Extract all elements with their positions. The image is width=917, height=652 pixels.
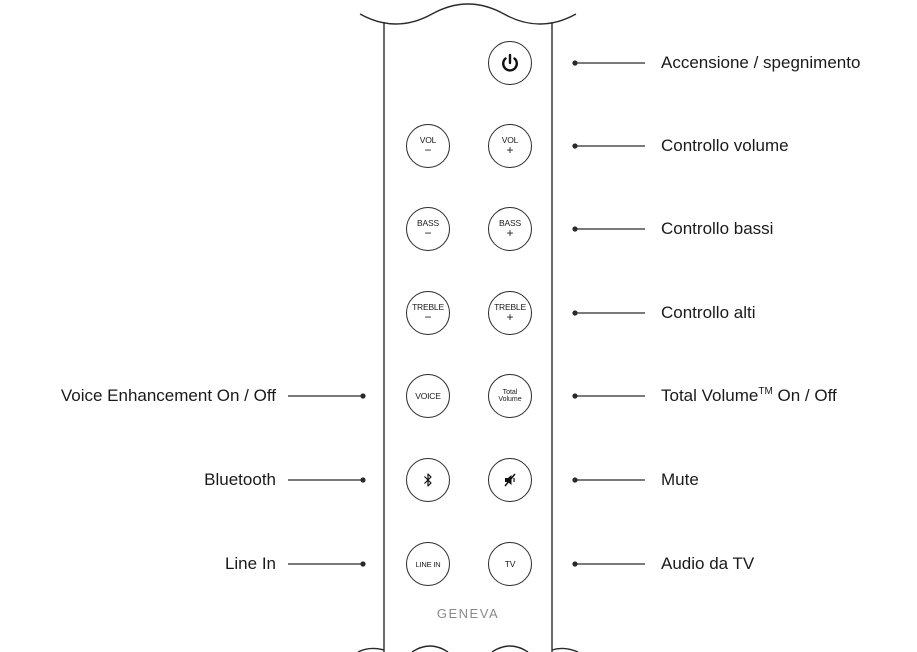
plus-sign: +	[506, 226, 514, 240]
plus-sign: +	[506, 143, 514, 157]
tv-button[interactable]: TV	[488, 542, 532, 586]
line-in-label: LINE IN	[415, 559, 441, 569]
bass-plus-button[interactable]: BASS +	[488, 207, 532, 251]
callout-tv-audio: Audio da TV	[661, 554, 755, 573]
plus-sign: +	[506, 310, 514, 324]
next-button-arc-left	[411, 645, 449, 652]
callout-total-volume-text: Total Volume	[661, 386, 759, 405]
vol-minus-label: VOL	[419, 135, 437, 145]
minus-sign: −	[424, 143, 432, 157]
callout-mute: Mute	[661, 470, 699, 489]
callout-volume: Controllo volume	[661, 136, 789, 155]
remote-bottom-wave-left	[357, 647, 385, 652]
vol-plus-button[interactable]: VOL +	[488, 124, 532, 168]
trademark-mark: TM	[758, 386, 773, 397]
bass-plus-label: BASS	[499, 218, 521, 228]
callout-total-volume-suffix: On / Off	[772, 386, 837, 405]
callout-total-volume: Total VolumeTM On / Off	[661, 386, 837, 406]
vol-plus-label: VOL	[501, 135, 519, 145]
mute-button[interactable]	[488, 458, 532, 502]
bass-minus-button[interactable]: BASS −	[406, 207, 450, 251]
treble-plus-label: TREBLE	[494, 302, 526, 312]
power-button[interactable]	[488, 41, 532, 85]
treble-minus-label: TREBLE	[412, 302, 444, 312]
minus-sign: −	[424, 310, 432, 324]
remote-top-wave	[359, 3, 577, 25]
left-leaders	[288, 393, 366, 567]
total-volume-button[interactable]: Total Volume	[488, 374, 532, 418]
callout-bluetooth: Bluetooth	[204, 470, 276, 489]
vol-minus-button[interactable]: VOL −	[406, 124, 450, 168]
power-icon	[502, 53, 518, 72]
mute-icon	[504, 473, 516, 487]
callout-treble: Controllo alti	[661, 303, 756, 322]
voice-label: VOICE	[415, 390, 441, 401]
bass-minus-label: BASS	[417, 218, 439, 228]
total-volume-label-line2: Volume	[498, 396, 522, 403]
callout-voice: Voice Enhancement On / Off	[60, 386, 276, 405]
callout-bass: Controllo bassi	[661, 219, 774, 238]
callout-power: Accensione / spegnimento	[661, 53, 861, 72]
callout-line-in: Line In	[224, 554, 276, 573]
voice-button[interactable]: VOICE	[406, 374, 450, 418]
minus-sign: −	[424, 226, 432, 240]
line-in-button[interactable]: LINE IN	[406, 542, 450, 586]
total-volume-label-line1: Total	[502, 388, 518, 396]
bluetooth-icon	[424, 473, 432, 487]
brand-logo: GENEVA	[436, 606, 500, 621]
treble-minus-button[interactable]: TREBLE −	[406, 291, 450, 335]
remote-bottom-wave-right	[551, 647, 579, 652]
bluetooth-button[interactable]	[406, 458, 450, 502]
right-leaders	[572, 60, 645, 567]
treble-plus-button[interactable]: TREBLE +	[488, 291, 532, 335]
next-button-arc-right	[491, 645, 529, 652]
tv-label: TV	[504, 558, 516, 569]
